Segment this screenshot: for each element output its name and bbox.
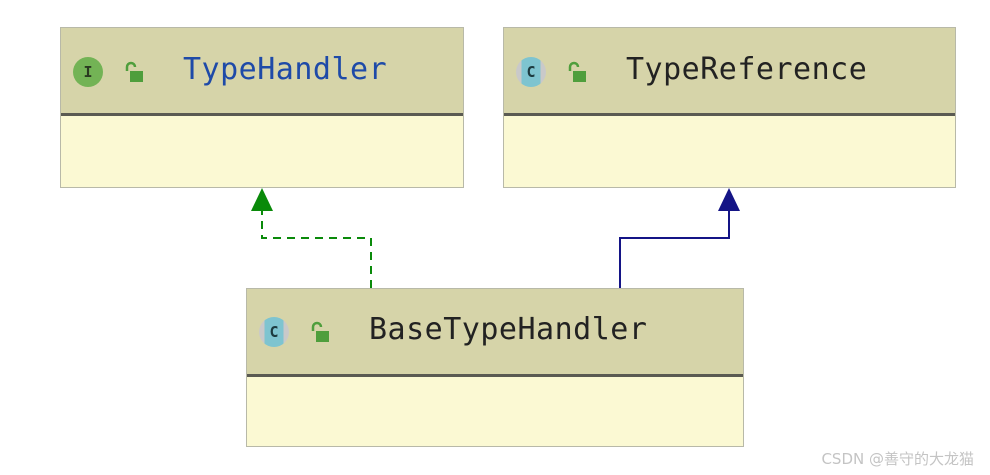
node-title: TypeReference: [626, 52, 868, 87]
node-body: [61, 116, 463, 187]
interface-icon: I: [73, 57, 103, 87]
extends-arrowhead: [718, 188, 740, 211]
type-handler-node[interactable]: I TypeHandler: [60, 27, 464, 188]
watermark: CSDN @善守的大龙猫: [821, 450, 974, 468]
base-type-handler-node[interactable]: C BaseTypeHandler: [246, 288, 744, 447]
unlocked-padlock-icon: [125, 61, 143, 82]
type-reference-node[interactable]: C TypeReference: [503, 27, 956, 188]
class-icon: C: [259, 317, 289, 347]
node-header: C TypeReference: [504, 28, 955, 116]
node-header: C BaseTypeHandler: [247, 289, 743, 377]
node-body: [247, 377, 743, 446]
node-title: BaseTypeHandler: [369, 312, 648, 347]
class-icon: C: [516, 57, 546, 87]
unlocked-padlock-icon: [311, 321, 329, 342]
extends-connector: [619, 208, 730, 288]
node-title: TypeHandler: [183, 52, 388, 87]
implements-connector: [261, 208, 372, 288]
implements-arrowhead: [251, 188, 273, 211]
node-body: [504, 116, 955, 187]
unlocked-padlock-icon: [568, 61, 586, 82]
node-header: I TypeHandler: [61, 28, 463, 116]
